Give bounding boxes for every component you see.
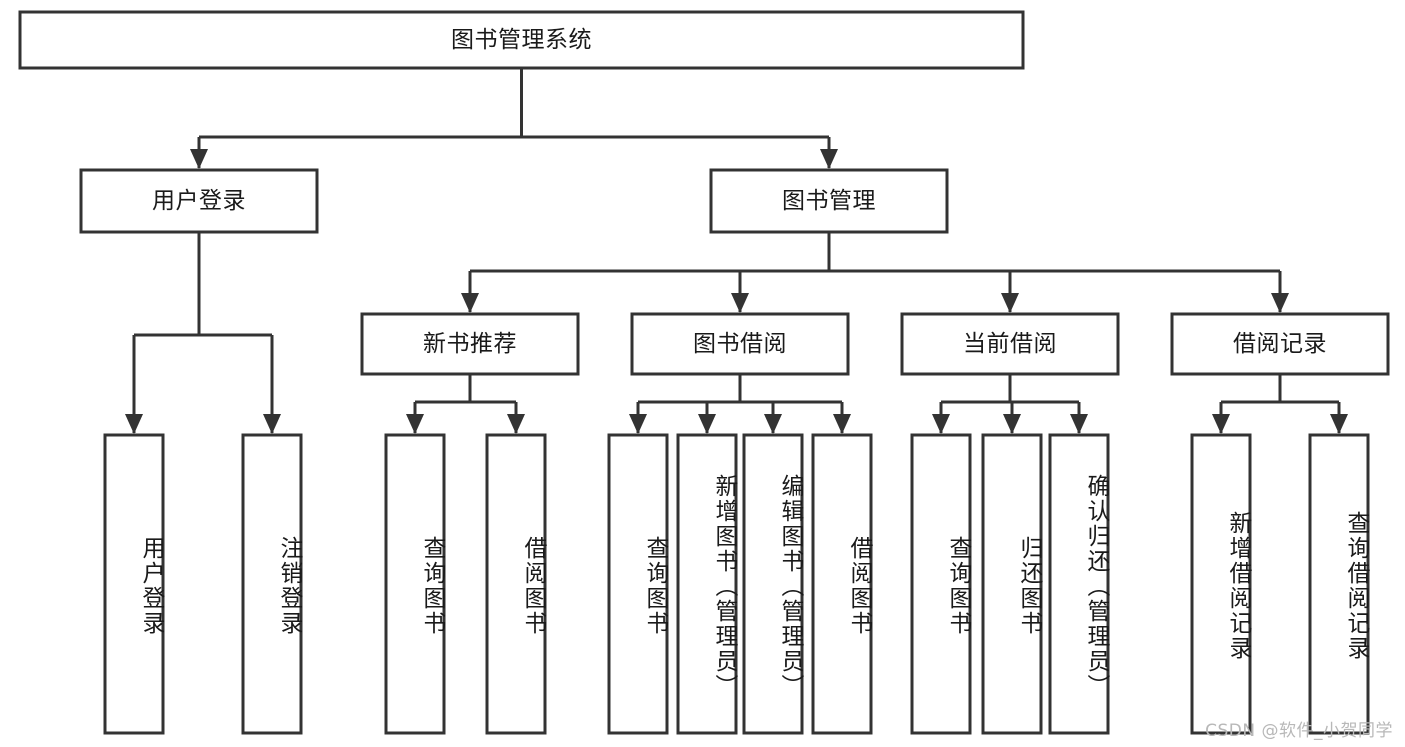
conn-root-arrow-1 [820,149,838,169]
node-box-leaf-3[interactable] [485,433,547,735]
node-boxes [18,10,1390,735]
node-box-leaf-12[interactable] [1308,433,1370,735]
conn-level2-2-arrow-2 [1070,414,1088,434]
conn-level2-2-arrow-1 [1003,414,1021,434]
node-box-leaf-11[interactable] [1190,433,1252,735]
conn-root-arrow-0 [190,149,208,169]
conn-level2-1-arrow-1 [698,414,716,434]
conn-level2-1-arrow-2 [764,414,782,434]
conn-level2-2-arrow-0 [932,414,950,434]
conn-yonghudenglu-arrow-0 [125,414,143,434]
conn-level2-3-arrow-0 [1212,414,1230,434]
conn-level2-1-arrow-3 [833,414,851,434]
conn-tushuguanli-arrow-0 [461,293,479,313]
node-box-leaf-1[interactable] [241,433,303,735]
node-box-leaf-10[interactable] [1048,433,1110,735]
conn-yonghudenglu-arrow-1 [263,414,281,434]
node-box-level2-3[interactable] [1170,312,1390,376]
connector-lines [125,68,1348,434]
node-box-leaf-7[interactable] [811,433,873,735]
node-box-level2-2[interactable] [900,312,1120,376]
node-box-leaf-0[interactable] [103,433,165,735]
node-box-level2-1[interactable] [630,312,850,376]
node-box-leaf-5[interactable] [676,433,738,735]
node-box-level2-0[interactable] [360,312,580,376]
node-box-level1-1[interactable] [709,168,949,234]
conn-tushuguanli-arrow-2 [1001,293,1019,313]
node-box-leaf-8[interactable] [910,433,972,735]
conn-tushuguanli-arrow-3 [1271,293,1289,313]
conn-level2-0-arrow-0 [406,414,424,434]
node-box-root[interactable] [18,10,1025,70]
conn-level2-1-arrow-0 [629,414,647,434]
node-box-level1-0[interactable] [79,168,319,234]
conn-level2-0-arrow-1 [507,414,525,434]
conn-level2-3-arrow-1 [1330,414,1348,434]
node-box-leaf-6[interactable] [742,433,804,735]
node-box-leaf-2[interactable] [384,433,446,735]
node-box-leaf-4[interactable] [607,433,669,735]
conn-tushuguanli-arrow-1 [731,293,749,313]
node-box-leaf-9[interactable] [981,433,1043,735]
